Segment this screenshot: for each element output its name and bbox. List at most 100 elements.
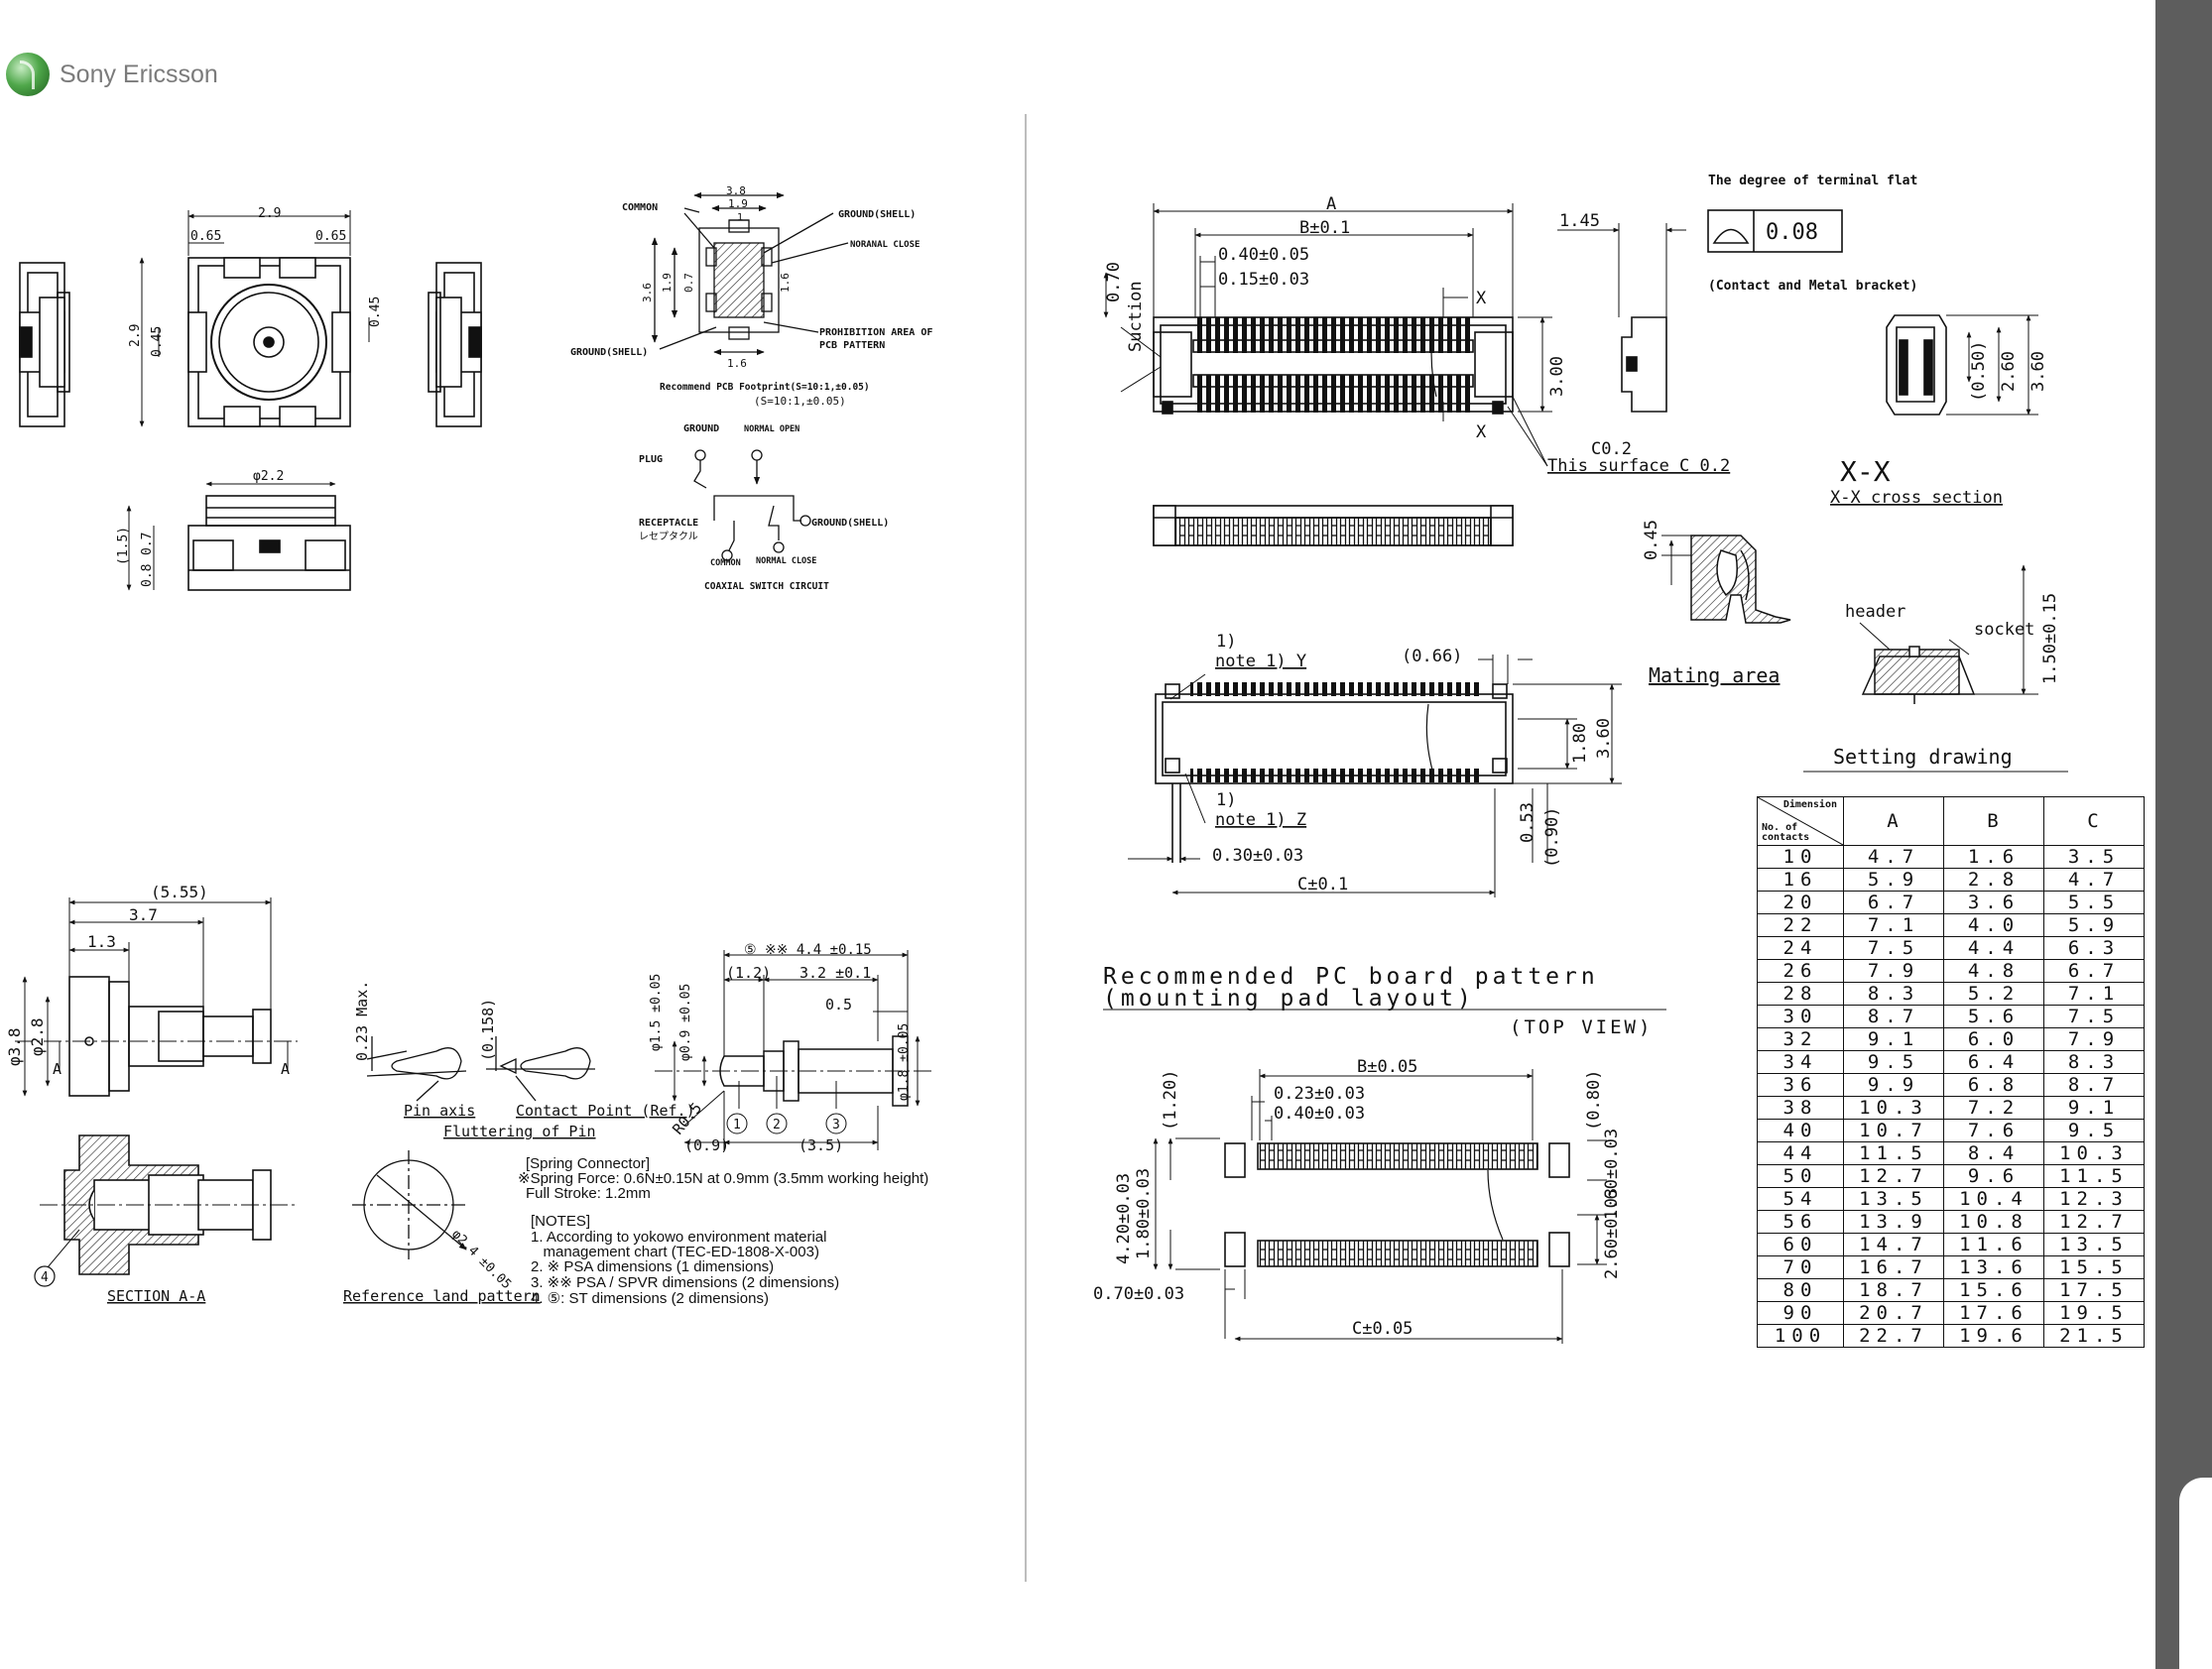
table-cell-c: 10.3	[2043, 1141, 2145, 1165]
table-cell-b: 13.6	[1943, 1255, 2044, 1279]
coax-front-view	[187, 495, 351, 591]
table-cell-a: 7.5	[1843, 936, 1944, 960]
main-h070: 0.70	[1104, 262, 1124, 302]
table-cell-b: 11.6	[1943, 1233, 2044, 1256]
spring-d12: (1.2)	[726, 964, 771, 982]
main-x-top: X	[1476, 289, 1487, 308]
spring-d32: 3.2 ±0.1	[799, 964, 871, 982]
setting-socket: socket	[1974, 620, 2034, 640]
spring-c3: 3	[832, 1118, 840, 1133]
main-b: B±0.1	[1299, 218, 1350, 238]
table-cell-a: 10.3	[1843, 1096, 1944, 1120]
table-cell-a: 11.5	[1843, 1141, 1944, 1165]
pcb-v3: 1.60±0.03	[1602, 1129, 1622, 1220]
main-p040: 0.40±0.05	[1218, 245, 1309, 265]
spring-d05: 0.5	[825, 996, 852, 1013]
table-cell-contacts: 40	[1757, 1119, 1844, 1142]
lower-p030: 0.30±0.03	[1212, 846, 1303, 866]
pin-0158: (0.158)	[479, 999, 497, 1061]
table-cell-contacts: 30	[1757, 1005, 1844, 1028]
table-cell-contacts: 36	[1757, 1073, 1844, 1097]
pcb-p070: 0.70±0.03	[1093, 1284, 1184, 1304]
table-cell-b: 5.6	[1943, 1005, 2044, 1028]
probe-num-4: 4	[41, 1270, 49, 1285]
fp-caption-2: (S=10:1,±0.05)	[754, 395, 846, 408]
dim-phi22: φ2.2	[253, 469, 284, 484]
contact-point-label: Contact Point (Ref.)	[516, 1102, 695, 1120]
pcb-title-2: (mounting pad layout)	[1103, 986, 1475, 1012]
coax-side-view-left	[19, 262, 70, 427]
fp-common: COMMON	[622, 202, 658, 213]
circuit-normal-open: NORMAL OPEN	[744, 424, 799, 434]
spring-phi15: φ1.5 ±0.05	[649, 974, 664, 1051]
coaxial-switch-circuit	[693, 449, 811, 561]
fp-ground-bottom: GROUND(SHELL)	[570, 347, 648, 358]
sidebar-tab-notch	[2179, 1478, 2212, 1669]
table-cell-contacts: 24	[1757, 936, 1844, 960]
lower-c: C±0.1	[1297, 875, 1348, 894]
flat-value: 0.08	[1766, 220, 1818, 245]
table-cell-c: 12.7	[2043, 1210, 2145, 1234]
table-cell-a: 12.7	[1843, 1164, 1944, 1188]
circuit-receptacle: RECEPTACLE	[639, 518, 698, 529]
table-cell-b: 15.6	[1943, 1278, 2044, 1302]
table-cell-c: 7.1	[2043, 982, 2145, 1006]
setting-header: header	[1845, 602, 1905, 622]
table-cell-contacts: 80	[1757, 1278, 1844, 1302]
table-cell-c: 7.5	[2043, 1005, 2145, 1028]
fp-normal-close: NORANAL CLOSE	[850, 240, 920, 250]
board-connector-top-view	[1153, 316, 1514, 415]
spring-c2: 2	[773, 1118, 781, 1133]
end-d260: 2.60	[1999, 351, 2019, 392]
table-cell-b: 4.8	[1943, 959, 2044, 983]
circuit-common: COMMON	[710, 558, 741, 568]
table-cell-c: 5.5	[2043, 891, 2145, 914]
table-cell-c: 19.5	[2043, 1301, 2145, 1325]
pcb-pattern	[1224, 1142, 1570, 1267]
table-cell-contacts: 38	[1757, 1096, 1844, 1120]
probe-a-left: A	[53, 1060, 61, 1078]
main-c02: C0.2	[1591, 439, 1632, 459]
fp-w4: 1.6	[727, 357, 747, 370]
note-line-4: [NOTES]	[531, 1213, 590, 1230]
note-line-9: 4. ⑤: ST dimensions (2 dimensions)	[531, 1290, 769, 1307]
dim-top-d: 0.45	[368, 297, 383, 327]
table-cell-contacts: 32	[1757, 1027, 1844, 1051]
table-cell-contacts: 100	[1757, 1324, 1844, 1348]
table-cell-b: 10.4	[1943, 1187, 2044, 1211]
pcb-v4: 2.60±0.03	[1602, 1188, 1622, 1279]
fp-h3: 0.7	[682, 273, 695, 293]
table-cell-c: 3.5	[2043, 845, 2145, 869]
main-this-surface: This surface C 0.2	[1547, 456, 1730, 476]
note-z: note 1) Z	[1215, 810, 1306, 830]
dim-top-width: 2.9	[258, 206, 281, 221]
coax-top-view	[187, 257, 351, 427]
table-cell-a: 10.7	[1843, 1119, 1944, 1142]
table-cell-contacts: 44	[1757, 1141, 1844, 1165]
fluttering-label: Fluttering of Pin	[443, 1123, 596, 1140]
corner-contacts: contacts	[1762, 832, 1810, 843]
table-cell-b: 6.8	[1943, 1073, 2044, 1097]
table-cell-a: 8.7	[1843, 1005, 1944, 1028]
main-h300: 3.00	[1547, 356, 1567, 397]
table-cell-a: 7.1	[1843, 913, 1944, 937]
table-cell-c: 15.5	[2043, 1255, 2145, 1279]
fp-w2: 1.9	[728, 197, 748, 210]
table-cell-a: 6.7	[1843, 891, 1944, 914]
dim-h07: 0.7	[140, 533, 155, 555]
probe-side-view	[68, 976, 272, 1097]
pcb-top-view: (TOP VIEW)	[1510, 1016, 1653, 1038]
lower-d360: 3.60	[1594, 718, 1614, 759]
